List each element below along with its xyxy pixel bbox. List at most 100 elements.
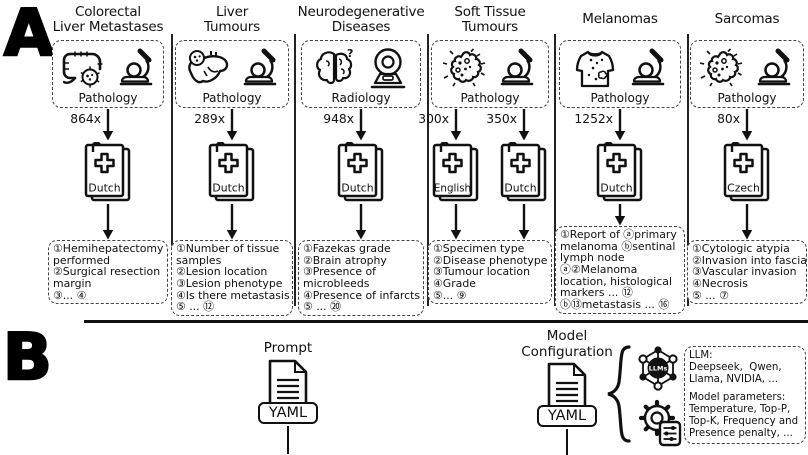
extracted-findings-box: ①Report of ⓐprimary melanoma ⓑsentinal l… xyxy=(555,226,685,314)
source-icons xyxy=(442,43,538,92)
modality-label: Pathology xyxy=(717,91,777,105)
microscope-icon xyxy=(239,48,281,88)
panel-b-label: B xyxy=(2,321,53,395)
finding-item: ③Presence of microbleeds xyxy=(303,265,377,290)
finding-item: ②Brain atrophy xyxy=(303,253,387,267)
data-source-box: Pathology xyxy=(52,40,164,108)
report-language: Czech xyxy=(727,182,760,195)
column-soft-tissue-tumours: Soft Tissue Tumours Pathology 300x xyxy=(418,0,552,305)
brain-icon: ? xyxy=(315,48,353,84)
finding-item: ①Report of ⓐprimary melanoma ⓑsentinal l… xyxy=(560,228,677,265)
prompt-group: Prompt YAML xyxy=(249,340,327,454)
curly-brace-icon xyxy=(607,345,631,443)
panel-divider xyxy=(84,320,808,323)
svg-text:?: ? xyxy=(347,48,353,60)
extracted-findings-box: ①Cytologic atypia ②Invasion into fascia … xyxy=(687,240,807,305)
tumour-cell-icon xyxy=(699,47,742,86)
gear-sliders-icon xyxy=(638,399,682,447)
down-arrow-icon xyxy=(225,109,239,141)
down-arrow-icon xyxy=(449,204,463,240)
finding-item: ④Necrosis xyxy=(692,276,748,290)
finding-item: ⓑ⑬metastasis ... ⑯ xyxy=(560,297,670,311)
report-language: Dutch xyxy=(341,182,373,195)
report-language: Dutch xyxy=(504,182,536,195)
source-icons xyxy=(699,43,795,92)
column-title: Liver Tumours xyxy=(204,3,260,35)
column-liver-tumours: Liver Tumours Pathology 289x Dutch xyxy=(171,0,293,316)
column-title: Sarcomas xyxy=(714,11,780,28)
finding-item: ⑤ ... ⑳ xyxy=(303,300,341,314)
yaml-format-badge: YAML xyxy=(536,405,598,428)
report-count: 350x xyxy=(486,112,517,126)
column-divider xyxy=(554,34,556,306)
report-stream: 80x xyxy=(688,108,806,142)
down-arrow-icon xyxy=(613,204,627,226)
report-language: Dutch xyxy=(212,182,244,195)
column-divider xyxy=(294,34,296,306)
microscope-icon xyxy=(627,48,669,88)
llm-parameters-box: LLM: Deepseek, Qwen, Llama, NVIDIA, ... … xyxy=(684,346,806,444)
connector-line xyxy=(286,425,290,454)
down-arrow-icon xyxy=(517,109,531,141)
report-streams: 300x English 350x Dutch xyxy=(418,108,552,240)
microscope-icon xyxy=(753,48,795,88)
modality-label: Pathology xyxy=(590,91,650,105)
data-source-box: ? Radiology xyxy=(301,40,421,108)
extracted-findings-box: ①Number of tissue samples ②Lesion locati… xyxy=(171,240,293,316)
report-document-icon: Dutch xyxy=(208,142,255,202)
down-arrow-icon xyxy=(613,109,627,141)
source-icons: ? xyxy=(314,43,409,92)
model-configuration-group: Model Configuration YAML xyxy=(521,328,613,455)
report-count: 1252x xyxy=(574,112,613,126)
down-arrow-icon xyxy=(101,109,115,141)
column-divider xyxy=(687,34,689,306)
report-language: Dutch xyxy=(600,182,632,195)
mri-scanner-icon xyxy=(370,47,405,88)
column-title: Neurodegenerative Diseases xyxy=(297,3,425,35)
column-title: Colorectal Liver Metastases xyxy=(52,3,164,35)
finding-item: ②Surgical resection margin xyxy=(53,265,161,290)
finding-item: ③Lesion phenotype xyxy=(176,276,283,290)
down-arrow-icon xyxy=(101,204,115,240)
finding-item: ③Vascular invasion xyxy=(692,265,797,279)
column-divider xyxy=(171,34,173,306)
modality-label: Pathology xyxy=(202,91,262,105)
llm-network-label: LLMs xyxy=(649,365,668,373)
column-colorectal-liver-metastases: Colorectal Liver Metastases Pathology 86… xyxy=(48,0,168,305)
down-arrow-icon xyxy=(354,109,368,141)
down-arrow-icon xyxy=(517,204,531,240)
report-stream: 350x xyxy=(486,108,552,142)
source-icons xyxy=(60,43,157,92)
report-document-icon: Dutch xyxy=(84,142,131,202)
prompt-title: Prompt xyxy=(263,340,313,356)
finding-item: ③Tumour location xyxy=(433,265,530,279)
data-source-box: Pathology xyxy=(431,40,549,108)
model-parameters-list: Model parameters: Temperature, Top-P, To… xyxy=(689,391,799,439)
down-arrow-icon xyxy=(740,204,754,240)
report-stream: 300x xyxy=(418,108,484,142)
llm-list: LLM: Deepseek, Qwen, Llama, NVIDIA, ... xyxy=(689,350,782,385)
report-stream: 289x xyxy=(173,108,291,142)
finding-item: ⑤ ... ⑦ xyxy=(692,288,729,302)
llm-network-icon: LLMs xyxy=(638,346,678,391)
report-document-icon: Czech xyxy=(723,142,770,202)
report-document-icon: Dutch xyxy=(500,142,547,202)
finding-item: ②Invasion into fascia xyxy=(692,253,807,267)
report-document-icon: English xyxy=(432,142,479,202)
finding-item: ④Presence of infarcts xyxy=(303,288,421,302)
modality-label: Pathology xyxy=(460,91,520,105)
skin-torso-icon xyxy=(575,50,614,87)
finding-item: ①Specimen type xyxy=(433,242,525,255)
report-count: 864x xyxy=(70,112,101,126)
finding-item: ①Cytologic atypia xyxy=(692,242,790,255)
finding-item: ⓐ②Melanoma location, histological marker… xyxy=(560,262,672,300)
finding-item: ⑤ ... ⑫ xyxy=(176,300,214,314)
panel-a-label: A xyxy=(3,0,55,71)
data-source-box: Pathology xyxy=(175,40,289,108)
intestine-icon xyxy=(62,51,102,88)
report-substream-dutch: 350x Dutch xyxy=(486,108,552,240)
report-language: Dutch xyxy=(88,182,120,195)
column-sarcomas: Sarcomas Pathology 80x Czech xyxy=(687,0,807,305)
source-icons xyxy=(184,43,281,92)
finding-item: ①Number of tissue samples xyxy=(176,242,280,267)
